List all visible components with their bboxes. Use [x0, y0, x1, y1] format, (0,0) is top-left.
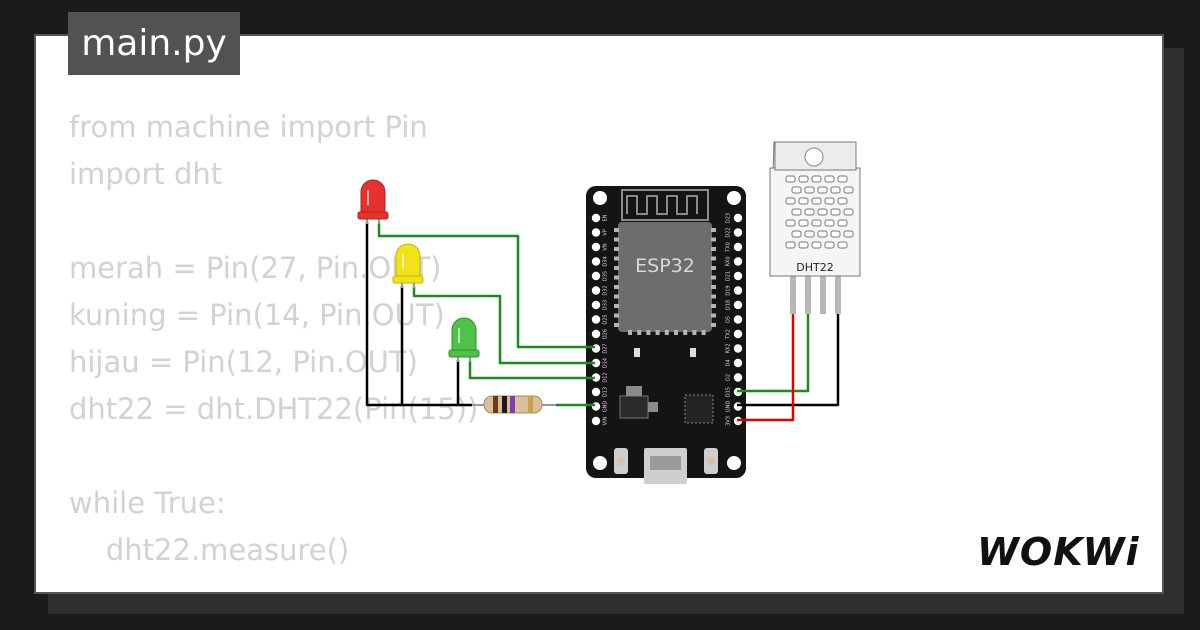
pin-d19[interactable] — [733, 286, 743, 295]
code-line: import dht — [69, 157, 223, 191]
esp32-module — [618, 222, 712, 332]
mount-hole — [593, 456, 607, 470]
pin-label: D5 — [726, 316, 732, 323]
mount-hole — [593, 191, 607, 205]
wire-green-led — [468, 360, 595, 380]
pin-d14[interactable] — [591, 358, 601, 368]
pin-label: D2 — [726, 374, 732, 381]
pin-label: VN — [603, 243, 609, 250]
pin-gnd[interactable] — [591, 402, 601, 411]
pin-label: GND — [603, 401, 609, 413]
pin-label: D18 — [726, 300, 732, 310]
code-line: merah = Pin(27, Pin.OUT) — [69, 251, 442, 285]
resistor[interactable] — [472, 395, 556, 414]
wire-gnd-red — [365, 222, 472, 407]
code-line: dht22 = dht.DHT22(Pin(15)) — [69, 392, 479, 426]
pin-label: GND — [726, 401, 732, 413]
pin-label: 3V3 — [726, 416, 732, 426]
pin-gnd[interactable] — [733, 402, 743, 411]
pin-label: D22 — [726, 227, 732, 237]
pin-d4[interactable] — [733, 358, 743, 368]
led-green[interactable] — [448, 317, 480, 362]
pin-tx0[interactable] — [733, 242, 743, 252]
pin-label: D26 — [603, 329, 609, 339]
pin-d33[interactable] — [591, 300, 601, 310]
pin-d23[interactable] — [733, 213, 743, 223]
pin-d13[interactable] — [591, 387, 601, 397]
pin-label: D23 — [726, 213, 732, 223]
pin-label: D4 — [726, 359, 732, 366]
pin-label: VP — [603, 229, 609, 235]
pin-label: D35 — [603, 271, 609, 281]
pin-label: D32 — [603, 285, 609, 295]
wokwi-logo-text: WOKWi — [977, 530, 1140, 574]
pin-label: D13 — [603, 387, 609, 397]
pin-label: D21 — [726, 271, 732, 281]
pin-label: TX0 — [726, 242, 732, 253]
pin-label: D19 — [726, 285, 732, 295]
pin-en[interactable] — [591, 213, 601, 223]
pin-label: VIN — [603, 416, 609, 425]
pin-vin[interactable] — [591, 416, 601, 426]
pin-d34[interactable] — [591, 257, 601, 266]
wire-red-led — [377, 222, 595, 349]
pin-d21[interactable] — [733, 271, 743, 281]
wokwi-logo: WOKWi — [977, 530, 1140, 574]
wire-yellow-led — [412, 286, 595, 365]
mount-hole — [727, 456, 741, 470]
wire-dht-gnd — [737, 314, 840, 407]
usb-uart-chip — [684, 394, 714, 424]
pin-d32[interactable] — [591, 286, 601, 295]
pin-d26[interactable] — [591, 329, 601, 339]
pin-label: RX2 — [726, 343, 732, 353]
pin-label: D27 — [603, 343, 609, 353]
pin-label: D34 — [603, 256, 609, 266]
pin-vn[interactable] — [591, 242, 601, 252]
pin-d25[interactable] — [591, 315, 601, 324]
file-tab[interactable]: main.py — [68, 12, 240, 75]
code-line: while True: — [69, 486, 226, 520]
pin-label: D15 — [726, 387, 732, 397]
dht22-label: DHT22 — [796, 261, 833, 274]
pin-d18[interactable] — [733, 300, 743, 310]
pin-d2[interactable] — [733, 373, 743, 382]
mount-hole — [727, 191, 741, 205]
code-line: hijau = Pin(12, Pin.OUT) — [69, 345, 418, 379]
pin-label: D14 — [603, 358, 609, 368]
led-yellow[interactable] — [392, 243, 424, 288]
code-line: kuning = Pin(14, Pin.OUT) — [69, 298, 445, 332]
pin-tx2[interactable] — [733, 329, 743, 339]
pin-d5[interactable] — [733, 315, 743, 324]
led-red[interactable] — [357, 179, 389, 224]
dht22-sensor[interactable]: DHT22 — [769, 141, 861, 314]
code-preview: from machine import Pin import dht merah =… — [69, 104, 478, 574]
wires — [365, 222, 840, 422]
pin-vp[interactable] — [591, 228, 601, 237]
pin-rx0[interactable] — [733, 257, 743, 266]
esp32-label: ESP32 — [635, 255, 695, 277]
pin-d22[interactable] — [733, 228, 743, 237]
pin-label: D33 — [603, 300, 609, 310]
pin-label: TX2 — [726, 329, 732, 340]
pin-label: RX0 — [726, 256, 732, 266]
pin-d27[interactable] — [591, 344, 601, 353]
code-line: from machine import Pin — [69, 110, 428, 144]
pin-label: D12 — [603, 372, 609, 382]
pin-label: D25 — [603, 314, 609, 324]
esp32-board[interactable]: ESP32 ENVPVND34D35D32D33D25D26D27D14D12D… — [586, 186, 746, 484]
wire-dht-data — [737, 314, 810, 393]
code-line: dht22.measure() — [69, 533, 350, 567]
pin-d35[interactable] — [591, 271, 601, 281]
voltage-regulator — [619, 395, 649, 419]
wire-dht-power — [737, 314, 795, 422]
pin-rx2[interactable] — [733, 344, 743, 353]
pin-label: EN — [603, 214, 609, 221]
pin-d12[interactable] — [591, 373, 601, 382]
